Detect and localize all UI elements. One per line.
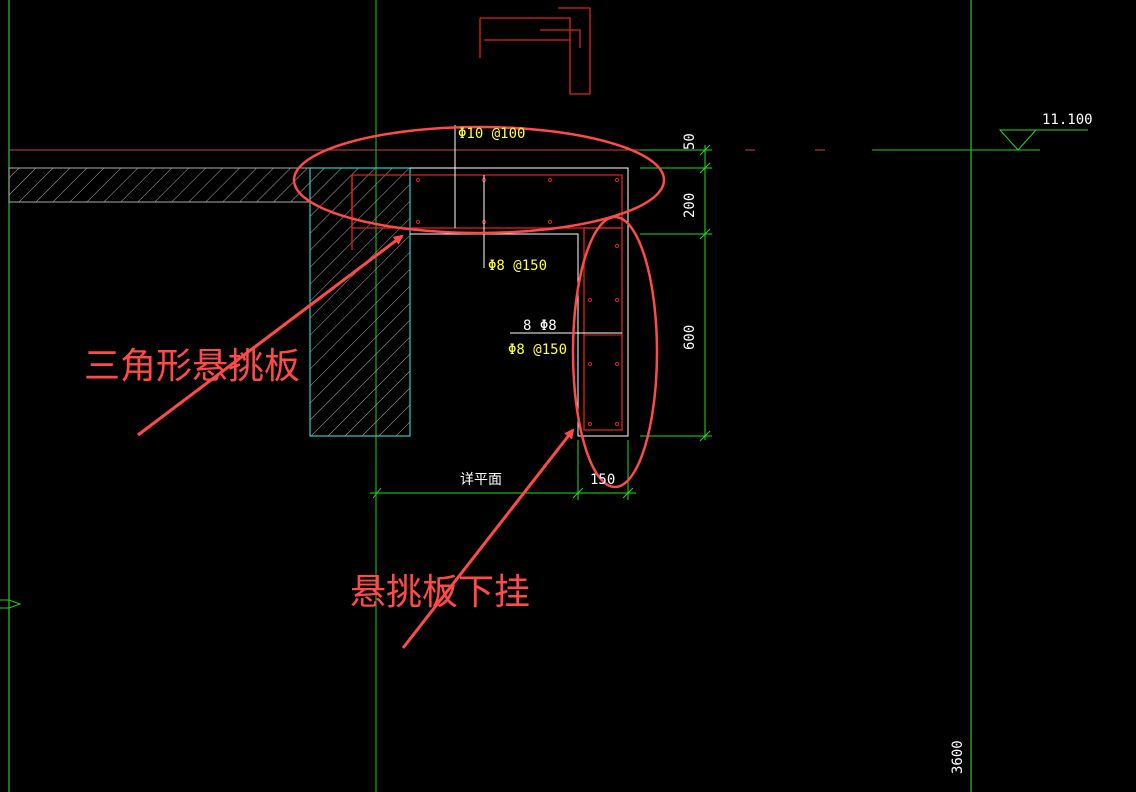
floor-slab xyxy=(8,167,311,203)
dim-label-width: 详平面 xyxy=(460,472,502,488)
dim-label-150: 150 xyxy=(590,472,615,488)
dimension-vertical xyxy=(640,144,712,442)
label-long-bars: 8 Φ8 xyxy=(523,318,557,334)
dim-label-200: 200 xyxy=(682,193,698,218)
dimension-horizontal xyxy=(370,440,636,500)
label-stirrup-side: Φ8 @150 xyxy=(508,342,567,358)
annotation-triangle-slab: 三角形悬挑板 xyxy=(84,346,300,387)
elevation-symbol xyxy=(998,129,1038,151)
section-symbol xyxy=(479,7,591,95)
label-top-bar: Φ10 @100 xyxy=(458,126,525,142)
wall-column xyxy=(309,167,411,437)
dim-label-600: 600 xyxy=(682,325,698,350)
rebar-dots xyxy=(415,177,620,427)
annotation-ellipse-side xyxy=(571,215,659,489)
annotation-arrow-top xyxy=(137,234,404,437)
rebar-side xyxy=(583,227,623,431)
height-label-3600: 3600 xyxy=(950,740,966,774)
break-symbol xyxy=(0,599,22,609)
annotation-arrow-side xyxy=(401,428,575,649)
cantilever-outline xyxy=(410,167,629,437)
annotation-ellipse-top xyxy=(292,125,666,235)
dim-label-50: 50 xyxy=(682,133,698,150)
elevation-label: 11.100 xyxy=(1042,112,1093,128)
annotation-slab-hang: 悬挑板下挂 xyxy=(350,572,530,613)
label-stirrup-top: Φ8 @150 xyxy=(488,258,547,274)
